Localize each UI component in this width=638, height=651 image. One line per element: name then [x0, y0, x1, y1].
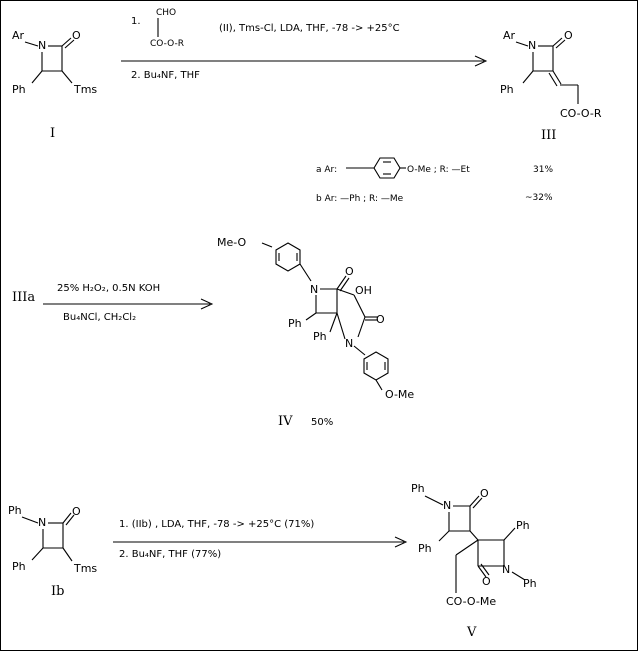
variant-a-suffix: O-Me ; R: —Et	[407, 165, 470, 175]
n-label: N	[38, 516, 46, 529]
reagent-II: 1. CHO CO-O-R	[131, 8, 184, 49]
step2-conditions: 2. Bu₄NF, THF	[131, 70, 200, 81]
phenyl-label-n: Ph	[8, 504, 22, 517]
n-label-1: N	[443, 499, 451, 512]
compound-label-Ib: Ib	[51, 584, 64, 599]
ester-label: CO-O-Me	[446, 595, 496, 608]
phenyl-label-n1: Ph	[411, 482, 425, 495]
phenyl-label-c2: Ph	[516, 519, 530, 532]
variant-b: b Ar: —Ph ; R: —Me ~32%	[316, 193, 553, 204]
step2-conditions: 2. Bu₄NF, THF (77%)	[119, 549, 221, 560]
reaction-3: Ph N O Ph Tms Ib 1. (IIb) , LDA, THF, -7…	[8, 482, 537, 640]
carbonyl-oxygen: O	[564, 29, 573, 42]
aryl-label: Ar	[503, 29, 516, 42]
carbonyl-oxygen: O	[72, 29, 81, 42]
reaction-2: IIIa 25% H₂O₂, 0.5N KOH Bu₄NCl, CH₂Cl₂ M…	[12, 236, 414, 429]
compound-I: Ar N O Ph Tms I	[12, 29, 97, 141]
reaction-arrow-1	[121, 55, 488, 67]
tms-label: Tms	[73, 83, 97, 96]
phenyl-label: Ph	[500, 83, 514, 96]
ester-label: CO-O-R	[560, 107, 602, 120]
compound-label-V: V	[466, 625, 477, 640]
variant-a-yield: 31%	[533, 165, 553, 175]
variant-b-yield: ~32%	[525, 193, 553, 203]
phenyl-label: Ph	[12, 83, 26, 96]
variant-b-text: b Ar: —Ph ; R: —Me	[316, 194, 404, 204]
carbonyl-oxygen-upper: O	[345, 265, 354, 278]
step1-conditions: (II), Tms-Cl, LDA, THF, -78 -> +25°C	[219, 23, 400, 34]
compound-label-IV: IV	[278, 414, 293, 429]
phenyl-label-n2: Ph	[523, 577, 537, 590]
reagent-aldehyde: CHO	[156, 8, 176, 18]
carbonyl-oxygen-1: O	[480, 487, 489, 500]
n-label-lower: N	[345, 337, 353, 350]
n-label: N	[38, 39, 46, 52]
methoxy-label-lower: O-Me	[385, 388, 414, 401]
methoxy-label: Me-O	[217, 236, 247, 249]
compound-label-III: III	[541, 128, 556, 143]
compound-label-IIIa: IIIa	[12, 290, 35, 305]
compound-III: Ar N O Ph CO-O-R III	[500, 29, 602, 143]
conditions-top: 25% H₂O₂, 0.5N KOH	[57, 283, 160, 294]
reaction-1: Ar N O Ph Tms I 1. CHO CO-O-R (II), Tms-…	[12, 8, 602, 204]
n-label: N	[528, 39, 536, 52]
phenyl-label-c1: Ph	[418, 542, 432, 555]
compound-Ib: Ph N O Ph Tms Ib	[8, 504, 97, 599]
compound-V: Ph N O Ph Ph N Ph O	[411, 482, 537, 640]
step1-number: 1.	[131, 16, 141, 27]
phenyl-label-c: Ph	[12, 560, 26, 573]
compound-label-I: I	[50, 126, 55, 141]
phenyl-label-1: Ph	[288, 317, 302, 330]
tms-label: Tms	[73, 562, 97, 575]
phenyl-label-2: Ph	[313, 330, 327, 343]
compound-IV: Me-O N O OH O N Ph Ph	[217, 236, 414, 401]
aryl-label: Ar	[12, 29, 25, 42]
n-label-upper: N	[310, 283, 318, 296]
yield-IV: 50%	[311, 417, 333, 428]
reaction-arrow-3	[113, 536, 408, 548]
carbonyl-oxygen-2: O	[482, 575, 491, 588]
hydroxyl-label: OH	[355, 284, 372, 297]
reagent-ester: CO-O-R	[150, 39, 184, 49]
conditions-bottom: Bu₄NCl, CH₂Cl₂	[63, 312, 136, 323]
carbonyl-oxygen: O	[72, 505, 81, 518]
reaction-arrow-2	[43, 298, 214, 310]
step1-conditions: 1. (IIb) , LDA, THF, -78 -> +25°C (71%)	[119, 519, 314, 530]
n-label-2: N	[502, 563, 510, 576]
variant-a-prefix: a Ar:	[316, 165, 337, 175]
variant-a: a Ar: O-Me ; R: —Et 31%	[316, 157, 553, 179]
carbonyl-oxygen-lower: O	[376, 313, 385, 326]
